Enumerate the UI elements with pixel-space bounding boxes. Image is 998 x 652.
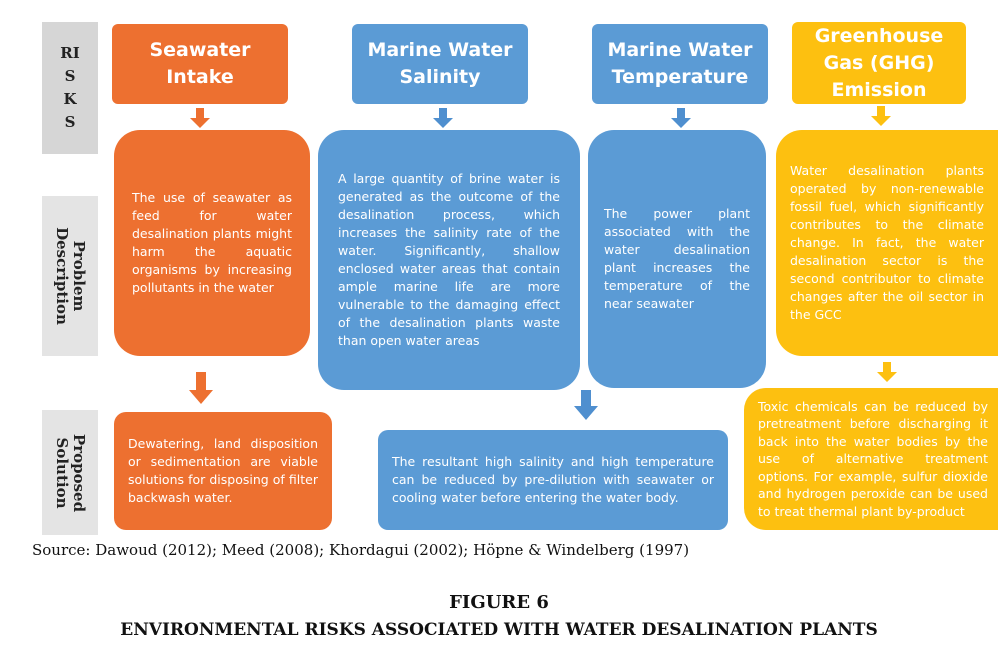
figure-title: ENVIRONMENTAL RISKS ASSOCIATED WITH WATE… (120, 620, 878, 640)
arrow-down-icon (433, 108, 453, 128)
problem-text: The use of seawater as feed for water de… (132, 190, 292, 295)
problem-description-label: Problem Description (53, 227, 89, 325)
risk-header-seawater-intake: Seawater Intake (112, 24, 288, 104)
problem-text: A large quantity of brine water is gener… (338, 171, 560, 348)
risk-title: Marine Water Salinity (367, 39, 513, 88)
arrow-down-icon (189, 372, 213, 404)
risks-label: RISKS (60, 44, 80, 131)
risk-title: Greenhouse Gas (GHG) Emission (814, 24, 944, 101)
risk-header-marine-water-salinity: Marine Water Salinity (352, 24, 528, 104)
problem-ghg-emission: Water desalination plants operated by no… (776, 130, 998, 356)
arrow-down-icon (877, 362, 897, 382)
problem-seawater-intake: The use of seawater as feed for water de… (114, 130, 310, 356)
risk-title: Seawater Intake (149, 39, 251, 88)
problem-text: Water desalination plants operated by no… (790, 163, 984, 322)
solution-text: Toxic chemicals can be reduced by pretre… (758, 398, 988, 519)
row-label-risks: RISKS (42, 22, 98, 154)
arrow-down-icon (190, 108, 210, 128)
arrow-down-icon (574, 390, 598, 420)
risk-header-marine-water-temperature: Marine Water Temperature (592, 24, 768, 104)
proposed-solution-label: Proposed Solution (53, 433, 89, 512)
risk-header-ghg-emission: Greenhouse Gas (GHG) Emission (792, 22, 966, 104)
risk-title: Marine Water Temperature (607, 39, 753, 88)
solution-text: The resultant high salinity and high tem… (392, 454, 714, 505)
arrow-down-icon (871, 106, 891, 126)
solution-text: Dewatering, land disposition or sediment… (128, 436, 318, 505)
solution-seawater-intake: Dewatering, land disposition or sediment… (114, 412, 332, 530)
row-label-problem: Problem Description (42, 196, 98, 356)
problem-marine-water-temperature: The power plant associated with the wate… (588, 130, 766, 388)
problem-text: The power plant associated with the wate… (604, 206, 750, 311)
problem-marine-water-salinity: A large quantity of brine water is gener… (318, 130, 580, 390)
solution-salinity-temperature: The resultant high salinity and high tem… (378, 430, 728, 530)
solution-ghg-emission: Toxic chemicals can be reduced by pretre… (744, 388, 998, 530)
figure-source: Source: Dawoud (2012); Meed (2008); Khor… (32, 541, 690, 559)
arrow-down-icon (671, 108, 691, 128)
figure-number: FIGURE 6 (449, 592, 549, 613)
row-label-solution: Proposed Solution (42, 410, 98, 535)
